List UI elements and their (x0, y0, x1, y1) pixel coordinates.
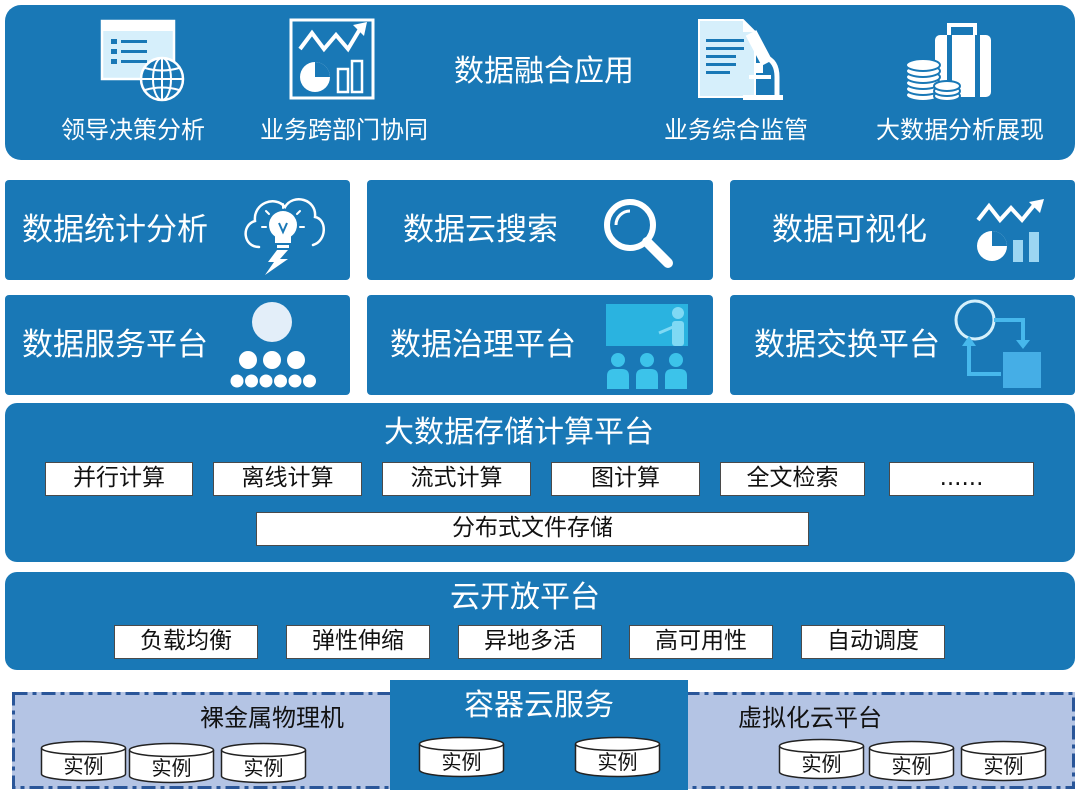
capability-chip: 高可用性 (629, 625, 773, 659)
service-data-exchange: 数据交换平台 (730, 295, 1075, 395)
people-pyramid-icon (228, 300, 318, 390)
service-label: 数据云搜索 (403, 212, 558, 248)
service-label: 数据交换平台 (754, 327, 940, 363)
instance-label: 实例 (597, 750, 638, 774)
service-label: 数据可视化 (772, 212, 927, 248)
cloud-open-platform-title: 云开放平台 (450, 580, 600, 615)
service-cloud-search: 数据云搜索 (367, 180, 713, 280)
instance-cylinder: 实例 (778, 738, 865, 780)
instance-cylinder: 实例 (40, 740, 127, 782)
presentation-icon (603, 301, 693, 391)
service-data-governance: 数据治理平台 (367, 295, 713, 395)
service-data-service-platform: 数据服务平台 (5, 295, 350, 395)
app-label-leadership-decision: 领导决策分析 (61, 116, 205, 144)
instance-label: 实例 (151, 756, 192, 780)
instance-cylinder: 实例 (960, 740, 1047, 782)
distributed-file-storage-chip: 分布式文件存储 (256, 512, 809, 546)
engine-chip: 离线计算 (213, 462, 362, 496)
engine-chip: 并行计算 (45, 462, 193, 496)
instance-cylinder: 实例 (220, 742, 307, 784)
instance-cylinder: 实例 (574, 736, 661, 778)
cloud-lightbulb-icon (235, 185, 327, 275)
capability-chip: 异地多活 (458, 625, 602, 659)
document-microscope-icon (695, 17, 787, 103)
storage-compute-title: 大数据存储计算平台 (384, 415, 654, 450)
container-cloud-title: 容器云服务 (464, 688, 614, 723)
service-visualization: 数据可视化 (730, 180, 1075, 280)
application-layer-title: 数据融合应用 (454, 54, 634, 89)
instance-label: 实例 (441, 750, 482, 774)
service-label: 数据统计分析 (22, 212, 208, 248)
engine-chip: 全文检索 (720, 462, 865, 496)
app-label-big-data-display: 大数据分析展现 (876, 116, 1044, 144)
capability-chip: 自动调度 (801, 625, 945, 659)
instance-cylinder: 实例 (868, 740, 955, 782)
instance-label: 实例 (63, 754, 104, 778)
instance-label: 实例 (891, 754, 932, 778)
service-statistics: 数据统计分析 (5, 180, 350, 280)
service-label: 数据治理平台 (390, 327, 576, 363)
engine-chip-more: ...... (889, 462, 1034, 496)
instance-cylinder: 实例 (128, 742, 215, 784)
window-globe-icon (98, 17, 190, 103)
application-layer: 领导决策分析 业务跨部门协同 数据融合应用 业务综合 (5, 5, 1075, 160)
chart-icon (975, 198, 1047, 264)
capability-chip: 负载均衡 (114, 625, 258, 659)
instance-label: 实例 (983, 754, 1024, 778)
service-label: 数据服务平台 (22, 327, 208, 363)
instance-cylinder: 实例 (418, 736, 505, 778)
chart-report-icon (288, 17, 378, 103)
capability-chip: 弹性伸缩 (286, 625, 430, 659)
bare-metal-title: 裸金属物理机 (200, 704, 344, 732)
app-label-cross-department: 业务跨部门协同 (260, 116, 428, 144)
storage-compute-platform: 大数据存储计算平台 并行计算 离线计算 流式计算 图计算 全文检索 ......… (5, 403, 1075, 562)
virtualization-title: 虚拟化云平台 (738, 704, 882, 732)
suitcase-coins-icon (903, 17, 995, 103)
exchange-icon (953, 298, 1045, 390)
app-label-supervision: 业务综合监管 (664, 116, 808, 144)
container-cloud-service: 容器云服务 实例 实例 (390, 680, 688, 790)
engine-chip: 图计算 (551, 462, 700, 496)
magnifier-icon (600, 195, 676, 271)
instance-label: 实例 (801, 752, 842, 776)
engine-chip: 流式计算 (382, 462, 531, 496)
instance-label: 实例 (243, 756, 284, 780)
cloud-open-platform: 云开放平台 负载均衡 弹性伸缩 异地多活 高可用性 自动调度 (5, 572, 1075, 670)
